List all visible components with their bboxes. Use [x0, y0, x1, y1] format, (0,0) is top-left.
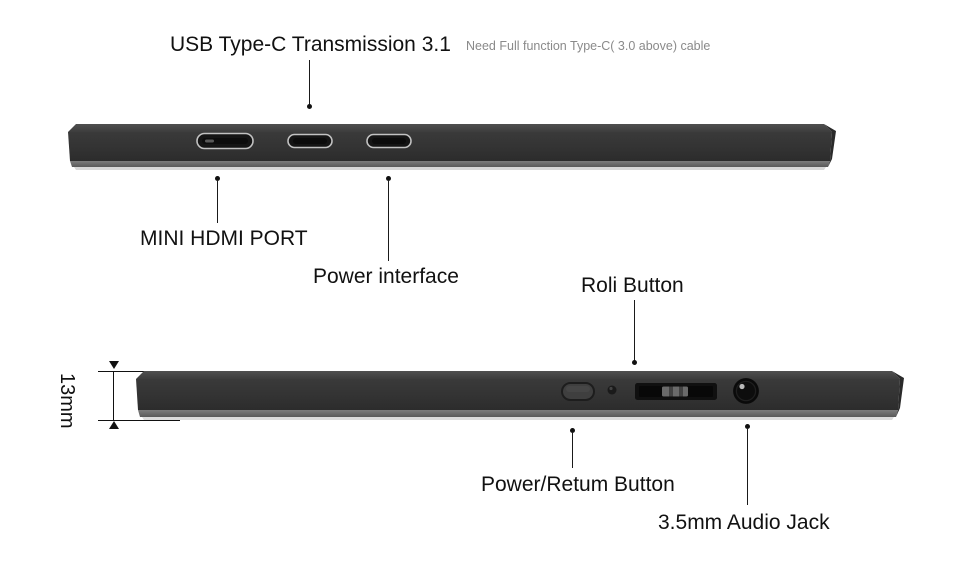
- indicator-led: [607, 385, 617, 395]
- roli-button-label: Roli Button: [581, 274, 684, 297]
- front-face: [68, 132, 832, 161]
- dimension-extension-bottom: [98, 420, 180, 421]
- top-bevel: [68, 124, 832, 132]
- drop-shadow: [142, 417, 894, 420]
- right-end-cap: [892, 371, 904, 417]
- bottom-edge-view: [128, 366, 908, 431]
- dimension-arrow-bottom: [109, 421, 119, 429]
- leader-dot-power-interface: [386, 176, 391, 181]
- audio-jack-label: 3.5mm Audio Jack: [658, 511, 830, 534]
- top-edge-view: [60, 115, 840, 180]
- leader-line-mini-hdmi: [217, 181, 218, 223]
- mini-hdmi-label: MINI HDMI PORT: [140, 227, 308, 250]
- bottom-lip: [70, 161, 830, 167]
- audio-jack: [733, 378, 759, 404]
- leader-dot-usb-type-c: [307, 104, 312, 109]
- top-device-illustration: [68, 124, 836, 170]
- power-return-button-label: Power/Retum Button: [481, 473, 675, 496]
- leader-line-power-return: [572, 433, 573, 468]
- dimension-line: [113, 371, 114, 421]
- usb-c-port-1: [287, 133, 333, 149]
- usb-c-port-2: [366, 133, 412, 149]
- roller-wheel: [635, 383, 717, 400]
- leader-line-usb-type-c: [309, 60, 310, 106]
- usb-type-c-title: USB Type-C Transmission 3.1: [170, 33, 451, 56]
- dimension-arrow-top: [109, 361, 119, 369]
- front-face: [136, 379, 900, 410]
- leader-line-audio-jack: [747, 429, 748, 505]
- leader-dot-roli-button: [632, 360, 637, 365]
- drop-shadow: [74, 167, 826, 170]
- leader-dot-audio-jack: [745, 424, 750, 429]
- power-interface-label: Power interface: [313, 265, 459, 288]
- bottom-lip: [138, 410, 898, 417]
- usb-type-c-subtitle: Need Full function Type-C( 3.0 above) ca…: [466, 39, 711, 53]
- dimension-extension-top: [98, 371, 180, 372]
- thickness-label: 13mm: [56, 373, 78, 429]
- power-button: [561, 382, 595, 401]
- bottom-device-illustration: [136, 371, 904, 420]
- leader-line-power-interface: [388, 181, 389, 261]
- right-end-cap: [824, 124, 836, 167]
- leader-line-roli-button: [634, 300, 635, 362]
- mini-hdmi-port: [196, 132, 254, 150]
- leader-dot-power-return: [570, 428, 575, 433]
- top-bevel: [136, 371, 900, 379]
- leader-dot-mini-hdmi: [215, 176, 220, 181]
